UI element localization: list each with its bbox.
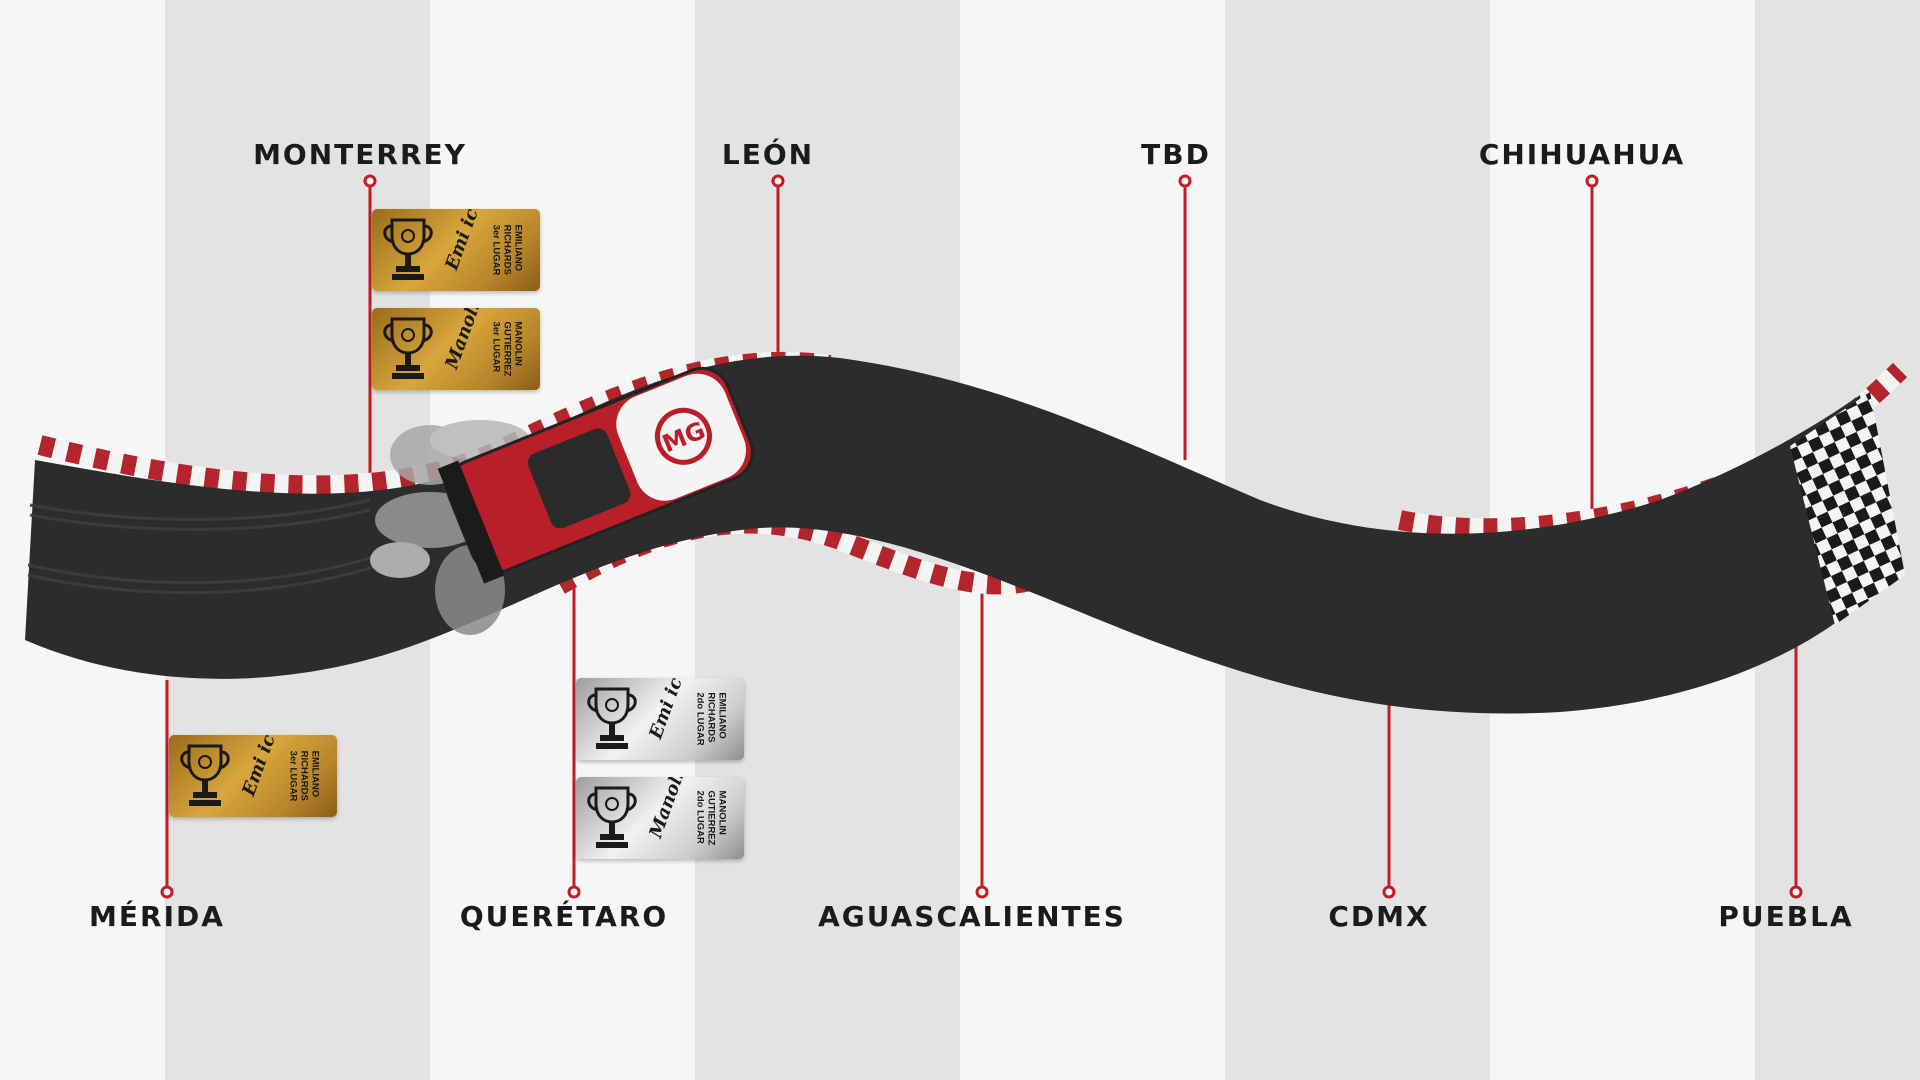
stop-marker-dot [771, 174, 785, 188]
winner-last-name: RICHARDS [705, 692, 717, 743]
tire-marks [27, 498, 381, 595]
race-track [25, 355, 1885, 714]
winner-place: 2do LUGAR [694, 790, 706, 844]
stop-label-monterrey: MONTERREY [253, 138, 467, 171]
stop-marker-dot [160, 885, 174, 899]
winner-first-name: EMILIANO [309, 750, 321, 798]
winner-first-name: EMILIANO [512, 224, 524, 272]
winner-last-name: GUTIERREZ [501, 321, 513, 377]
stop-marker-dot [567, 885, 581, 899]
stop-marker-dot [1382, 885, 1396, 899]
winner-last-name: GUTIERREZ [705, 790, 717, 846]
winner-first-name: MANOLIN [512, 321, 524, 366]
signature: Manolin GTZ [441, 308, 506, 371]
stop-marker-dot [1789, 885, 1803, 899]
stop-label-queretaro: QUERÉTARO [459, 900, 669, 933]
winner-first-name: MANOLIN [716, 790, 728, 835]
signature: Emi ic [238, 735, 280, 799]
stop-label-tbd: TBD [1141, 138, 1211, 171]
winner-last-name: RICHARDS [501, 224, 513, 275]
signature: Emi ic [441, 209, 483, 273]
stop-label-aguascalientes: AGUASCALIENTES [818, 900, 1126, 933]
stop-marker-dot [1178, 174, 1192, 188]
signature: Emi ic [645, 678, 687, 742]
trophy-icon [587, 687, 637, 749]
trophy-icon [383, 317, 433, 379]
stop-marker-dot [975, 885, 989, 899]
stop-marker-dot [363, 174, 377, 188]
signature: Manolin GTZ [645, 777, 710, 840]
trophy-icon [180, 744, 230, 806]
winner-first-name: EMILIANO [716, 692, 728, 739]
winner-place: 2do LUGAR [694, 692, 706, 746]
stop-label-chihuahua: CHIHUAHUA [1478, 138, 1686, 171]
race-car-icon: MG [437, 366, 754, 584]
stop-marker-lines [165, 181, 1798, 892]
winner-place: 3er LUGAR [490, 321, 502, 373]
winner-last-name: RICHARDS [298, 750, 310, 801]
winner-place: 3er LUGAR [287, 750, 299, 802]
winner-place: 3er LUGAR [490, 224, 502, 276]
stop-label-puebla: PUEBLA [1718, 900, 1854, 933]
stop-label-cdmx: CDMX [1328, 900, 1430, 933]
stop-marker-dot [1585, 174, 1599, 188]
trophy-icon [383, 218, 433, 280]
stop-label-leon: LEÓN [721, 138, 815, 171]
stop-label-merida: MÉRIDA [89, 900, 225, 933]
trophy-icon [587, 786, 637, 848]
